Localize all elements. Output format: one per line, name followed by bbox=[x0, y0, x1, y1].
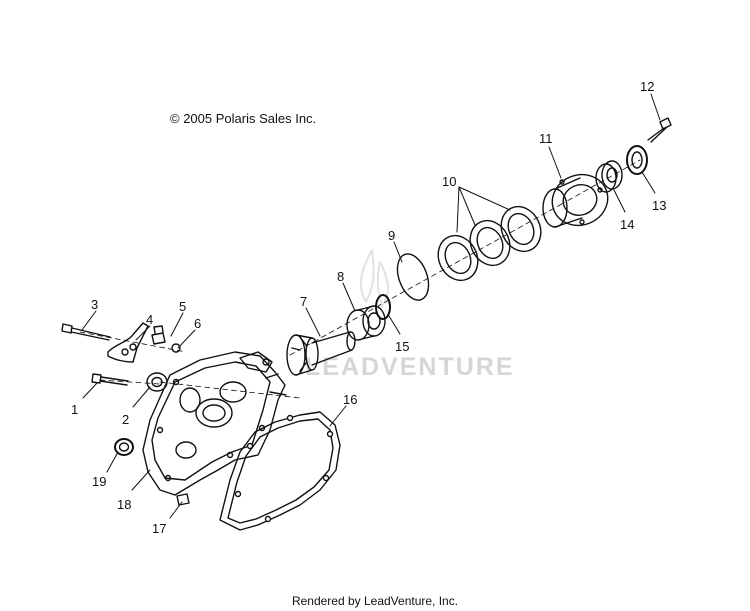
part-12-bolt bbox=[647, 117, 672, 143]
part-18-gearcase-housing bbox=[142, 351, 287, 496]
part-14-bearing bbox=[595, 160, 623, 193]
callout-16: 16 bbox=[343, 392, 357, 407]
part-6-washer bbox=[171, 343, 181, 353]
part-17-dowel bbox=[176, 493, 190, 506]
callout-4: 4 bbox=[146, 312, 153, 327]
callout-2: 2 bbox=[122, 412, 129, 427]
callout-5: 5 bbox=[179, 299, 186, 314]
part-7-bevel-gear-shaft bbox=[286, 331, 356, 376]
part-3-bolt bbox=[61, 323, 111, 341]
callout-13: 13 bbox=[652, 198, 666, 213]
part-9-o-ring bbox=[396, 253, 430, 301]
callout-14: 14 bbox=[620, 217, 634, 232]
part-11-bearing-housing bbox=[542, 173, 609, 228]
footer-credit: Rendered by LeadVenture, Inc. bbox=[291, 594, 459, 608]
assembly-axis-lines bbox=[79, 159, 641, 399]
part-8-bearing bbox=[346, 305, 386, 341]
callout-11: 11 bbox=[539, 131, 553, 146]
part-1-bolt bbox=[91, 373, 129, 386]
callout-18: 18 bbox=[117, 497, 131, 512]
callout-17: 17 bbox=[152, 521, 166, 536]
callout-leader-lines bbox=[81, 93, 661, 519]
copyright-text: © 2005 Polaris Sales Inc. bbox=[170, 111, 317, 126]
part-13-seal bbox=[626, 145, 648, 175]
callout-19: 19 bbox=[92, 474, 106, 489]
part-16-gasket bbox=[219, 411, 341, 531]
callout-9: 9 bbox=[388, 228, 395, 243]
callout-12: 12 bbox=[640, 79, 654, 94]
callout-1: 1 bbox=[71, 402, 78, 417]
part-4-bracket bbox=[107, 322, 149, 363]
callout-8: 8 bbox=[337, 269, 344, 284]
callout-6: 6 bbox=[194, 316, 201, 331]
part-19-seal bbox=[114, 438, 134, 456]
part-10-shims bbox=[437, 205, 542, 282]
part-5-plug bbox=[151, 325, 166, 345]
callout-15: 15 bbox=[395, 339, 409, 354]
watermark-text: LEADVENTURE bbox=[305, 353, 515, 381]
part-15-snap-ring bbox=[375, 294, 391, 320]
callout-3: 3 bbox=[91, 297, 98, 312]
callout-10: 10 bbox=[442, 174, 456, 189]
callout-7: 7 bbox=[300, 294, 307, 309]
flame-watermark-icon bbox=[359, 249, 389, 307]
